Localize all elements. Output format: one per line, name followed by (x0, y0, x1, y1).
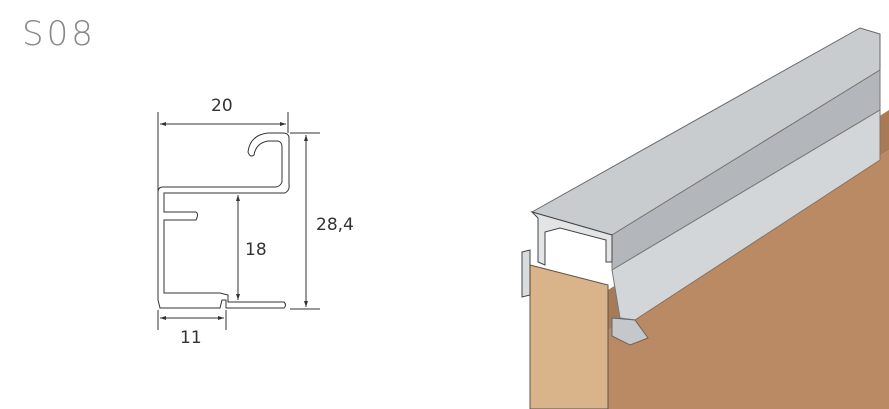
dimension-inner-height: 18 (245, 240, 267, 260)
dimension-total-height: 28,4 (316, 215, 354, 235)
wood-panel-front (529, 264, 609, 409)
dimension-width: 20 (211, 96, 233, 116)
profile-outline (157, 132, 290, 309)
dimension-bottom-width: 11 (180, 328, 202, 348)
profile-end-cap (530, 210, 613, 266)
wood-panel-side (608, 150, 889, 409)
profile-code: S08 (22, 14, 96, 54)
